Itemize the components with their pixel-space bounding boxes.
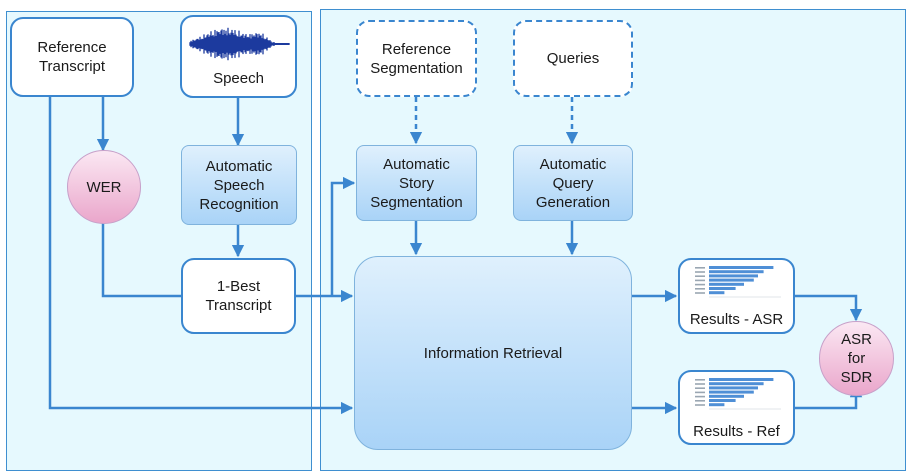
mini-chart-bar xyxy=(709,270,764,274)
mini-chart-row-label xyxy=(695,275,705,277)
results-asr-label: Results - ASR xyxy=(689,311,784,328)
mini-chart-bar xyxy=(709,278,754,282)
mini-chart-row-label xyxy=(695,271,705,273)
arrow-1best-wer xyxy=(96,206,182,298)
results-ref-bars xyxy=(695,378,781,410)
mini-chart-row-label xyxy=(695,383,705,385)
mini-chart-bar xyxy=(709,386,758,390)
mini-chart-bar xyxy=(709,394,744,398)
mini-chart-bar xyxy=(709,274,758,278)
mini-chart-bar xyxy=(709,382,764,386)
mini-chart-bar xyxy=(709,390,754,394)
mini-chart-row-label xyxy=(695,400,705,402)
mini-chart-bar xyxy=(709,291,725,295)
mini-chart-bar xyxy=(709,287,736,290)
results-ref-node: Results - Ref xyxy=(678,370,795,445)
speech-label: Speech xyxy=(213,70,264,87)
results-asr-bars xyxy=(695,266,781,298)
mini-chart-row-label xyxy=(695,283,705,286)
mini-chart-bar xyxy=(709,378,774,381)
reference-segmentation-node: Reference Segmentation xyxy=(356,20,477,97)
information-retrieval-node: Information Retrieval xyxy=(354,256,632,450)
mini-chart-bar xyxy=(709,403,725,407)
mini-chart-row-label xyxy=(695,267,705,269)
mini-chart-row-label xyxy=(695,292,705,294)
results-asr-node: Results - ASR xyxy=(678,258,795,334)
mini-chart-row-label xyxy=(695,391,705,394)
mini-chart-row-label xyxy=(695,404,705,406)
speech-node: Speech xyxy=(180,15,297,98)
arrow-resultsasr-sdr xyxy=(795,294,863,322)
mini-chart-bar xyxy=(709,282,744,286)
reference-transcript-node: Reference Transcript xyxy=(10,17,134,97)
mini-chart-row-label xyxy=(695,379,705,381)
query-generation-node: Automatic Query Generation xyxy=(513,145,633,221)
mini-chart-bar xyxy=(709,266,774,269)
story-segmentation-node: Automatic Story Segmentation xyxy=(356,145,477,221)
asr-node: Automatic Speech Recognition xyxy=(181,145,297,225)
asr-for-sdr-node: ASR for SDR xyxy=(819,321,894,396)
arrow-1best-storyseg xyxy=(330,176,356,296)
mini-chart-bar xyxy=(709,399,736,402)
mini-chart-row-label xyxy=(695,279,705,282)
mini-chart-row-label xyxy=(695,387,705,389)
queries-node: Queries xyxy=(513,20,633,97)
speech-waveform-icon xyxy=(189,27,290,61)
arrow-reftranscript-ir xyxy=(48,97,354,415)
mini-chart-row-label xyxy=(695,395,705,398)
wer-node: WER xyxy=(67,150,141,224)
mini-chart-row-label xyxy=(695,288,705,290)
one-best-transcript-node: 1-Best Transcript xyxy=(181,258,296,334)
results-asr-bar-chart xyxy=(695,266,781,298)
results-ref-label: Results - Ref xyxy=(693,423,780,440)
results-ref-bar-chart xyxy=(695,378,781,410)
